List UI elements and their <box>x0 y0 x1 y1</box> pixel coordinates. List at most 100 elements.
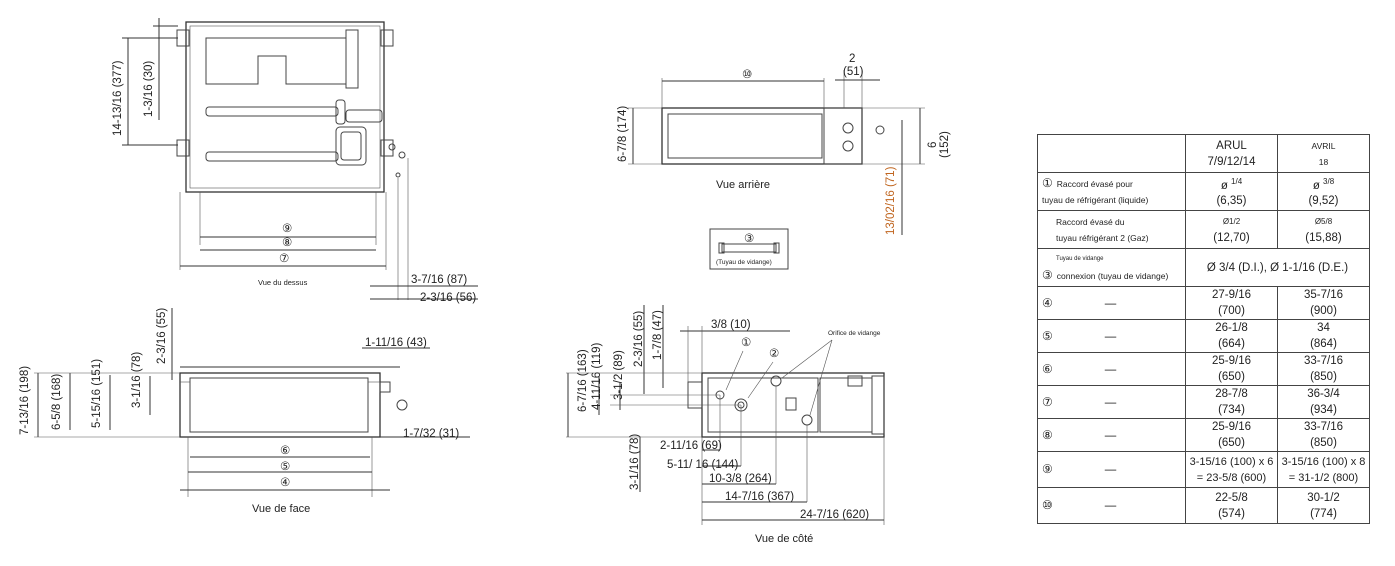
drain-num: ③ <box>744 233 754 245</box>
row-value-arul: 28-7/8(734) <box>1185 385 1278 419</box>
top-circ9: ⑨ <box>282 223 292 235</box>
side-orifice-label: Orifice de vidange <box>828 330 881 337</box>
row-label: ⑨— <box>1037 451 1186 488</box>
side-h163: 6-7/16 (163) <box>577 349 589 412</box>
front-h151: 5-15/16 (151) <box>91 359 103 428</box>
front-h168: 6-5/8 (168) <box>51 374 63 430</box>
row-value-arul: 27-9/16(700) <box>1185 286 1278 320</box>
front-h78: 3-1/16 (78) <box>131 352 143 408</box>
drain-hose: ③ (Tuyau de vidange) <box>709 228 789 270</box>
row-label: ⑤— <box>1037 319 1186 353</box>
rear-r152: (152) <box>939 131 951 158</box>
front-d31: 1-7/32 (31) <box>403 428 459 440</box>
row-value-arul: Ø1/2 (12,70) <box>1185 210 1278 249</box>
row-mark: ① <box>1042 176 1053 190</box>
drain-label: (Tuyau de vidange) <box>716 259 772 266</box>
row-value-avril: 30-1/2(774) <box>1277 487 1370 524</box>
row-mark: ③ <box>1042 268 1053 282</box>
top-height-dim: 14-13/16 (377) <box>112 60 124 136</box>
top-circ7: ⑦ <box>279 253 289 265</box>
row-value-avril: 3-15/16 (100) x 8= 31-1/2 (800) <box>1277 451 1370 488</box>
row-value-arul: ø 1/4 (6,35) <box>1185 172 1278 211</box>
technical-drawing: 14-13/16 (377) 1-3/16 (30) ⑨ ⑧ ⑦ Vue du … <box>19 18 951 545</box>
side-h78: 3-1/16 (78) <box>629 434 641 490</box>
table-header-row: ARUL 7/9/12/14 AVRIL 18 <box>1037 134 1370 173</box>
row-value-arul: 3-15/16 (100) x 6= 23-5/8 (600) <box>1185 451 1278 488</box>
row-label: Raccord évasé du tuyau réfrigérant 2 (Ga… <box>1037 210 1186 249</box>
header-avril: AVRIL 18 <box>1277 134 1370 173</box>
side-view: ① ② Orifice de vidange 3/8 (10) 6-7/16 (… <box>566 305 885 545</box>
top-circ8: ⑧ <box>282 237 292 249</box>
top-dim-56: 2-3/16 (56) <box>420 292 476 304</box>
row-value-avril: 33-7/16(850) <box>1277 418 1370 452</box>
table-row: ④— 27-9/16(700) 35-7/16(900) <box>1037 286 1370 320</box>
front-circ4: ④ <box>280 477 290 489</box>
row-value-avril: 35-7/16(900) <box>1277 286 1370 320</box>
row-value-arul: 25-9/16(650) <box>1185 352 1278 386</box>
rear-circ10: ⑩ <box>742 69 752 81</box>
row-value-avril: Ø5/8 (15,88) <box>1277 210 1370 249</box>
row-value-merged: Ø 3/4 (D.I.), Ø 1-1/16 (D.E.) <box>1185 248 1370 287</box>
row-label: ⑧— <box>1037 418 1186 452</box>
side-h55: 2-3/16 (55) <box>633 311 645 367</box>
rear-view-caption: Vue arrière <box>716 179 770 191</box>
row-value-arul: 22-5/8(574) <box>1185 487 1278 524</box>
table-row: ⑥— 25-9/16(650) 33-7/16(850) <box>1037 352 1370 386</box>
row-label: ⑦— <box>1037 385 1186 419</box>
front-h55: 2-3/16 (55) <box>156 308 168 364</box>
top-view-caption: Vue du dessus <box>258 278 308 287</box>
row-value-arul: 25-9/16(650) <box>1185 418 1278 452</box>
side-h119: 4-11/16 (119) <box>591 342 603 410</box>
front-d43: 1-11/16 (43) <box>365 337 427 349</box>
front-view-caption: Vue de face <box>252 503 310 515</box>
rear-h174: 6-7/8 (174) <box>617 106 629 162</box>
side-marker-2: ② <box>769 348 779 360</box>
side-d69: 2-11/16 (69) <box>660 440 722 452</box>
side-h47: 1-7/8 (47) <box>652 310 664 360</box>
side-d10: 3/8 (10) <box>711 319 751 331</box>
table-row: Raccord évasé du tuyau réfrigérant 2 (Ga… <box>1037 210 1370 249</box>
header-avril-model: AVRIL <box>1311 140 1336 151</box>
row-label: ④— <box>1037 286 1186 320</box>
row-value-avril: ø 3/8 (9,52) <box>1277 172 1370 211</box>
header-avril-size: 18 <box>1318 156 1329 167</box>
row-value-avril: 36-3/4(934) <box>1277 385 1370 419</box>
side-d264: 10-3/8 (264) <box>709 473 772 485</box>
side-d367: 14-7/16 (367) <box>725 491 794 503</box>
side-d620: 24-7/16 (620) <box>800 509 869 521</box>
top-dim-87: 3-7/16 (87) <box>411 274 467 286</box>
row-label: ⑩— <box>1037 487 1186 524</box>
rear-r6: 6 <box>927 142 939 148</box>
top-view: 14-13/16 (377) 1-3/16 (30) ⑨ ⑧ ⑦ Vue du … <box>112 18 478 304</box>
header-arul: ARUL 7/9/12/14 <box>1185 134 1278 173</box>
table-row: ⑩— 22-5/8(574) 30-1/2(774) <box>1037 487 1370 524</box>
front-h198: 7-13/16 (198) <box>19 366 31 435</box>
header-empty-cell <box>1037 134 1186 173</box>
row-value-avril: 34(864) <box>1277 319 1370 353</box>
front-view: 7-13/16 (198) 6-5/8 (168) 5-15/16 (151) … <box>19 308 470 515</box>
front-circ5: ⑤ <box>280 461 290 473</box>
rear-view: ⑩ 2 (51) 6-7/8 (174) 6 (152) 13/02/16 (7… <box>617 53 951 235</box>
header-arul-sizes: 7/9/12/14 <box>1207 155 1256 168</box>
row-value-avril: 33-7/16(850) <box>1277 352 1370 386</box>
row-label: ⑥— <box>1037 352 1186 386</box>
front-circ6: ⑥ <box>280 445 290 457</box>
table-row: ⑦— 28-7/8(734) 36-3/4(934) <box>1037 385 1370 419</box>
table-row: ⑨— 3-15/16 (100) x 6= 23-5/8 (600) 3-15/… <box>1037 451 1370 488</box>
side-marker-1: ① <box>741 337 751 349</box>
side-h89: 3-1/2 (89) <box>613 350 625 400</box>
table-row: ⑧— 25-9/16(650) 33-7/16(850) <box>1037 418 1370 452</box>
top-height2-dim: 1-3/16 (30) <box>143 61 155 117</box>
rear-r71: 13/02/16 (71) <box>885 166 897 235</box>
side-view-caption: Vue de côté <box>755 533 813 545</box>
header-arul-model: ARUL <box>1216 139 1247 152</box>
side-d144: 5-11/ 16 (144) <box>667 459 739 471</box>
row-value-arul: 26-1/8(664) <box>1185 319 1278 353</box>
rear-top51: (51) <box>843 66 864 78</box>
table-row: ⑤— 26-1/8(664) 34(864) <box>1037 319 1370 353</box>
